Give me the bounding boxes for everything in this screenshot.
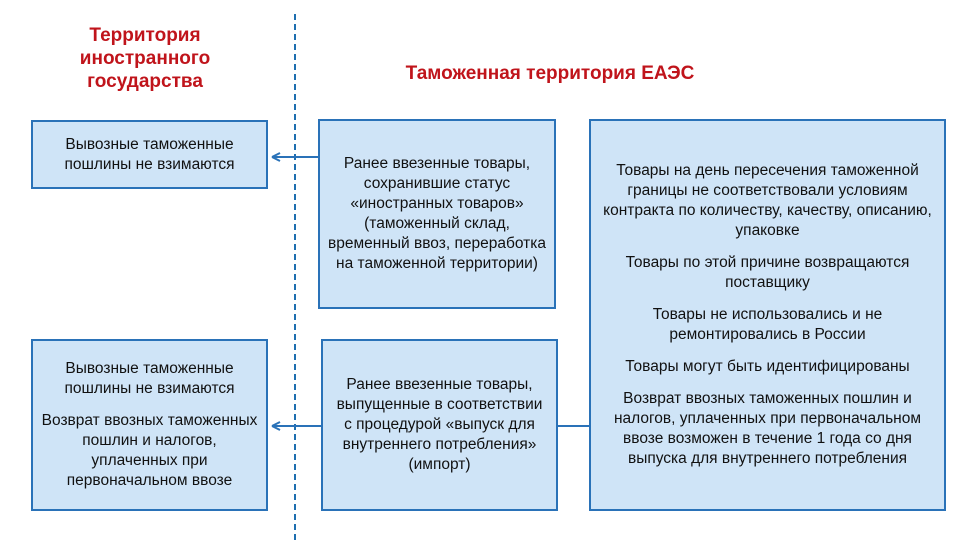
foreign-export-duties-box: Вывозные таможенные пошлины не взимаются (31, 120, 268, 189)
conditions-box: Товары на день пересечения таможенной гр… (589, 119, 946, 511)
condition-item: Товары по этой причине возвращаются пост… (625, 254, 910, 291)
released-goods-text: Ранее ввезенные товары, выпущенные в соо… (336, 376, 543, 473)
foreign-status-goods-text: Ранее ввезенные товары, сохранившие стат… (328, 155, 546, 272)
border-divider-line (294, 14, 296, 540)
foreign-refund-box: Вывозные таможенные пошлины не взимаются… (31, 339, 268, 511)
export-duties-text: Вывозные таможенные пошлины не взимаются (64, 135, 235, 173)
released-goods-box: Ранее ввезенные товары, выпущенные в соо… (321, 339, 558, 511)
condition-item: Возврат ввозных таможенных пошлин и нало… (613, 390, 922, 467)
eaeu-territory-heading: Таможенная территория ЕАЭС (405, 63, 695, 84)
condition-item: Товары могут быть идентифицированы (625, 358, 910, 375)
condition-item: Товары не использовались и не ремонтиров… (652, 306, 883, 343)
export-duties-text: Вывозные таможенные пошлины не взимаются (64, 360, 235, 397)
foreign-territory-heading: Территория иностранного государства (79, 25, 211, 92)
foreign-status-goods-box: Ранее ввезенные товары, сохранившие стат… (318, 119, 556, 309)
condition-item: Товары на день пересечения таможенной гр… (603, 162, 932, 239)
import-duties-refund-text: Возврат ввозных таможенных пошлин и нало… (41, 412, 258, 489)
